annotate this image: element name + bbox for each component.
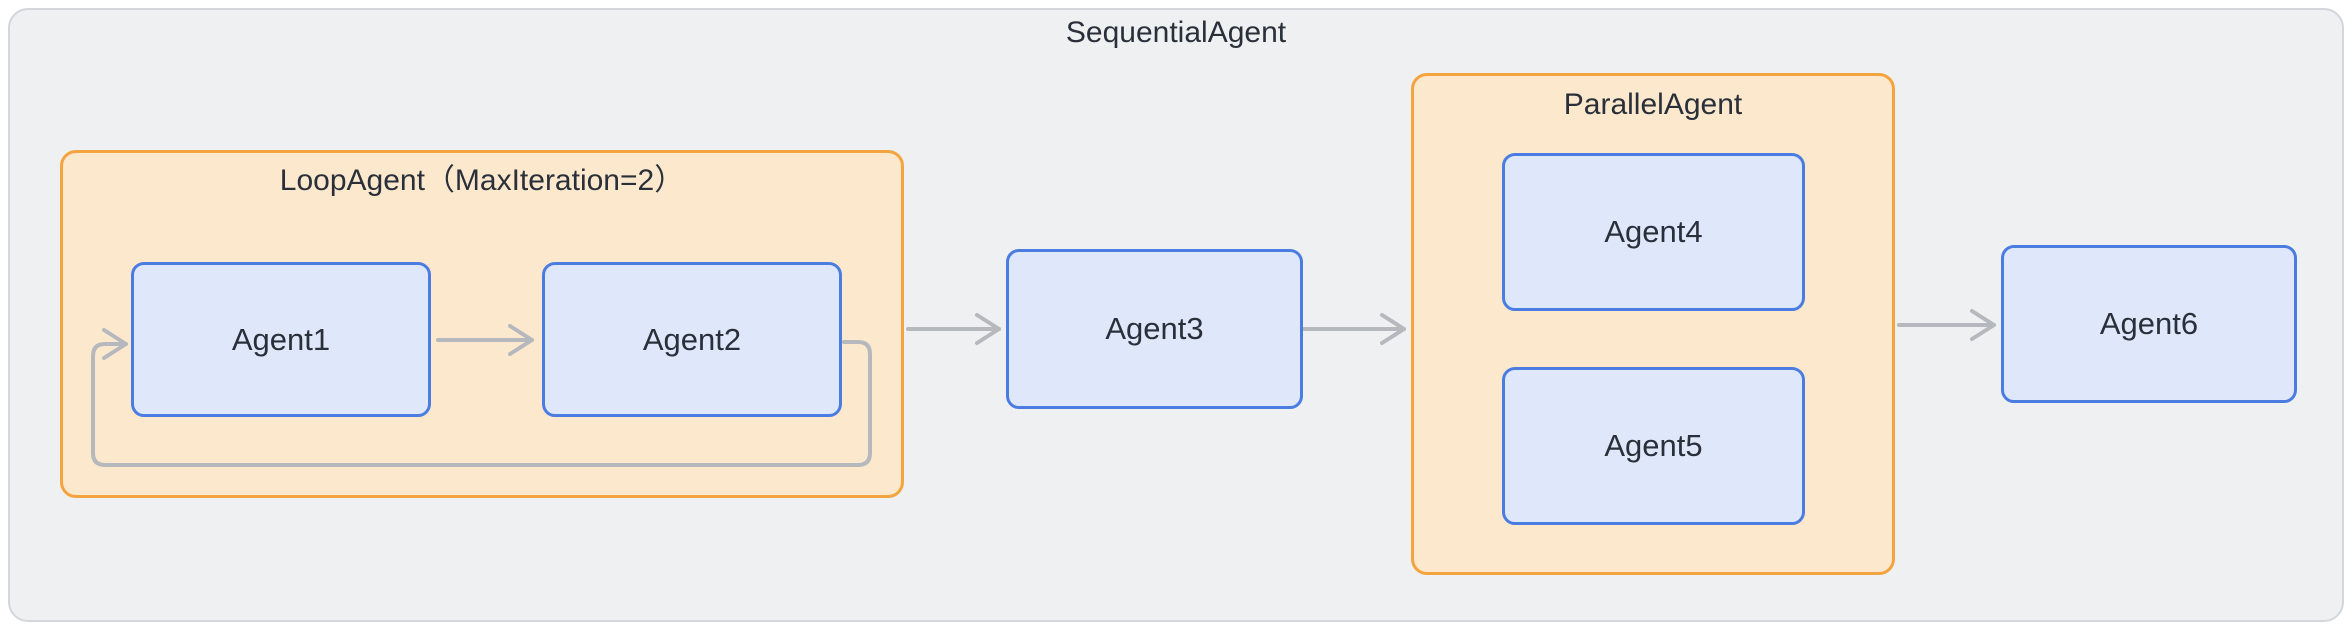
node-agent3: Agent3 <box>1006 249 1303 409</box>
parallel-agent-title: ParallelAgent <box>1563 88 1743 121</box>
node-agent1: Agent1 <box>131 262 431 417</box>
loop-back-arrow <box>91 328 872 467</box>
node-agent6-label: Agent6 <box>2099 306 2199 341</box>
sequential-agent-title: SequentialAgent <box>1065 16 1287 49</box>
node-agent5: Agent5 <box>1502 367 1805 525</box>
node-agent3-label: Agent3 <box>1105 311 1204 346</box>
node-agent2: Agent2 <box>542 262 842 417</box>
node-agent5-label: Agent5 <box>1604 428 1703 463</box>
loop-agent-title: LoopAgent（MaxIteration=2） <box>279 164 685 197</box>
node-agent4: Agent4 <box>1502 153 1805 311</box>
node-agent4-label: Agent4 <box>1604 214 1703 249</box>
node-agent6: Agent6 <box>2001 245 2297 403</box>
node-agent2-label: Agent2 <box>642 321 742 357</box>
node-agent1-label: Agent1 <box>231 321 331 357</box>
